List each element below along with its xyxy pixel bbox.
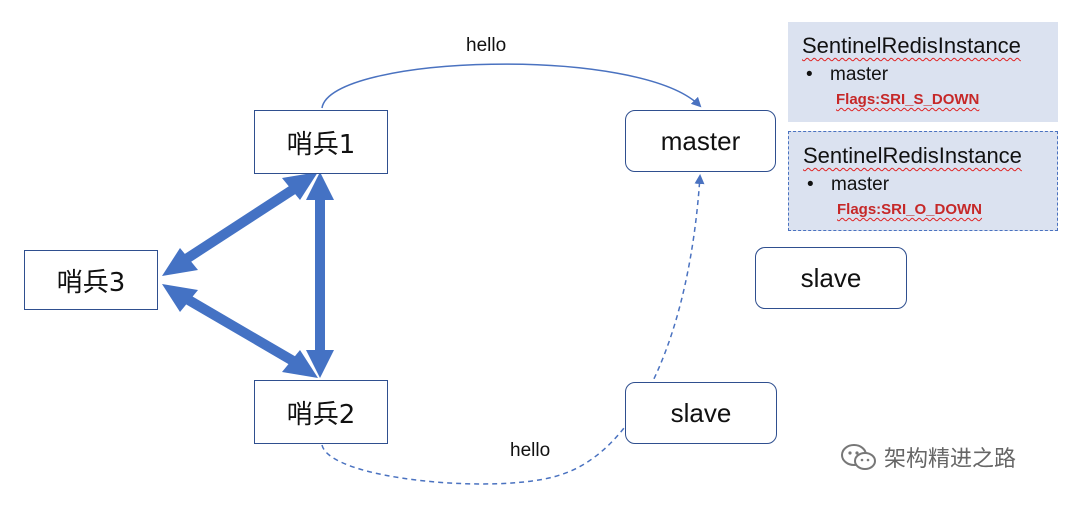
wechat-icon xyxy=(841,444,876,470)
arrowhead-icon xyxy=(162,284,198,312)
panel-item: •master xyxy=(807,170,1043,200)
sentinel1-sentinel3-link xyxy=(162,172,318,276)
hello-arrow-dashed xyxy=(321,174,705,485)
master-node[interactable]: master xyxy=(625,110,776,172)
panel-flag: Flags:SRI_S_DOWN xyxy=(836,91,980,108)
sentinel-1[interactable]: 哨兵1 xyxy=(254,110,388,174)
slave-node-right[interactable]: slave xyxy=(755,247,907,309)
hello-arrow-solid xyxy=(321,63,702,109)
bullet-icon: • xyxy=(807,174,814,195)
panel-title: SentinelRedisInstance xyxy=(802,33,1021,58)
sentinel-2[interactable]: 哨兵2 xyxy=(254,380,388,444)
panel-title: SentinelRedisInstance xyxy=(803,143,1022,168)
sentinel-instance-panel-odown: SentinelRedisInstance •master Flags:SRI_… xyxy=(788,131,1058,231)
hello-label-top: hello xyxy=(466,35,507,56)
arrowhead-icon xyxy=(306,172,334,200)
panel-flag: Flags:SRI_O_DOWN xyxy=(837,201,983,218)
sentinel-3[interactable]: 哨兵3 xyxy=(24,250,158,310)
sentinel1-sentinel2-link xyxy=(306,172,334,378)
panel-item: •master xyxy=(806,60,1044,90)
sentinel3-sentinel2-link xyxy=(162,284,318,378)
arrowhead-icon xyxy=(282,172,318,200)
bullet-icon: • xyxy=(806,64,813,85)
arrowhead-icon xyxy=(306,350,334,378)
arrowhead-icon xyxy=(162,248,198,276)
watermark-text: 架构精进之路 xyxy=(884,447,1017,472)
arrowhead-icon xyxy=(282,350,318,378)
watermark: 架构精进之路 xyxy=(840,441,1016,473)
sentinel-instance-panel-sdown: SentinelRedisInstance •master Flags:SRI_… xyxy=(788,22,1058,122)
slave-node-bottom[interactable]: slave xyxy=(625,382,777,444)
hello-label-bottom: hello xyxy=(510,440,551,461)
